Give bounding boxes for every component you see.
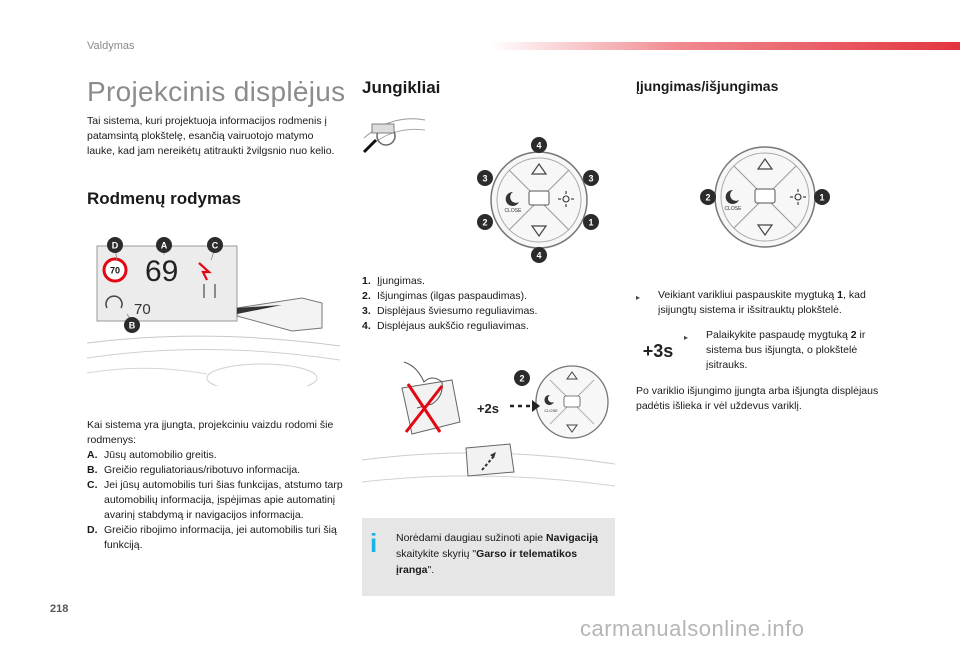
callout-d-icon [107,237,123,253]
callout-a-icon [156,237,172,253]
callout-1-ijung: 1 [819,193,824,203]
triangle-up-icon [530,162,548,175]
moon-icon [725,189,739,204]
callout-c-icon [207,237,223,253]
limit-sign-value: 70 [110,266,120,276]
speed-limit-sign-icon [102,257,128,283]
callout-2: 2 [482,218,487,228]
list-item: D.Greičio ribojimo informacija, jei auto… [87,524,337,551]
heading-jungikliai: Jungikliai [362,78,441,97]
list-item: A.Jūsų automobilio greitis. [87,449,217,461]
hand-retract-panel-illustration: CLOSE +2s 2 [362,361,615,487]
moon-icon [505,191,519,206]
callout-2-icon [477,214,493,230]
info-icon: i [370,528,378,558]
callout-1-icon [814,189,830,205]
svg-text:+3s: +3s [643,341,674,361]
callout-4-top-icon [531,137,547,153]
triangle-down-icon [530,225,548,238]
hud-list-lead: Kai sistema yra įjungta, projekciniu vai… [87,419,334,446]
list-item: 1.Įjungimas. [362,275,425,287]
callout-2-icon [514,370,530,386]
switches-list: 1.Įjungimas. 2.Išjungimas (ilgas paspaud… [362,274,612,334]
list-item: 2.Išjungimas (ilgas paspaudimas). [362,290,527,302]
cruise-control-icon [105,295,123,309]
car-dashboard-thumbnail [362,118,426,154]
hud-control-panel-illustration: CLOSE 4 3 3 2 1 4 [477,137,599,263]
callout-1-icon [583,214,599,230]
list-item: 3.Displėjaus šviesumo reguliavimas. [362,305,538,317]
close-label-3: CLOSE [725,206,743,212]
header-accent-bar [490,42,960,50]
intro-paragraph: Tai sistema, kuri projektuoja informacij… [87,115,335,157]
list-item: B.Greičio reguliatoriaus/ribotuvo inform… [87,464,301,476]
callout-b-icon [124,317,140,333]
callout-b: B [129,321,136,331]
bullet-turn-off: ▸ Palaikykite paspaudę mygtuką 2 ir sist… [684,329,866,371]
callout-4-bottom: 4 [536,251,541,261]
collision-warning-icon [198,262,212,281]
hud-speed-value: 69 [145,255,178,288]
callout-2-icon [700,189,716,205]
sun-icon [558,191,574,207]
list-item: C.Jei jūsų automobilis turi šias funkcij… [87,479,343,521]
callout-c: C [212,241,219,251]
callout-4-bottom-icon [531,247,547,263]
on-off-control-illustration: CLOSE 2 1 [700,146,830,248]
heading-rodmenu-rodymas: Rodmenų rodymas [87,189,241,208]
hold-3s-icon: +3s [643,341,674,361]
hud-items-list: Kai sistema yra įjungta, projekciniu vai… [87,418,345,553]
callout-4-top: 4 [536,141,541,151]
callout-3-left: 3 [482,174,487,184]
sun-icon [790,189,806,205]
callout-1: 1 [588,218,593,228]
arrow-bullet-icon: ▸ [636,293,641,302]
callout-3-left-icon [477,170,493,186]
list-item: 4.Displėjaus aukščio reguliavimas. [362,320,529,332]
bullet-turn-on: ▸ Veikiant varikliui paspauskite mygtuką… [636,289,866,316]
watermark-text: carmanualsonline.info [580,616,805,641]
heading-ijungimas-isjungimas: Įjungimas/išjungimas [636,78,779,94]
close-label-small: CLOSE [544,408,558,413]
callout-2-ijung: 2 [705,193,710,203]
hold-2s-label: +2s [477,401,499,416]
callout-a: A [161,241,168,251]
close-label: CLOSE [505,208,523,214]
callout-d: D [112,241,119,251]
callout-3-right: 3 [588,174,593,184]
moon-icon [544,394,554,405]
callout-2-hand: 2 [519,374,524,384]
page-title: Projekcinis displėjus [87,76,346,107]
cruise-value: 70 [134,301,151,318]
info-note-box: i Norėdami daugiau sužinoti apie Navigac… [362,518,615,596]
hud-display-illustration: 70 69 70 D A C B [87,237,340,386]
callout-3-right-icon [583,170,599,186]
info-note-text: Norėdami daugiau sužinoti apie Navigacij… [396,532,598,576]
hud-center-icon [528,190,550,206]
section-title: Valdymas [87,40,135,52]
arrow-bullet-icon: ▸ [684,333,689,342]
closing-paragraph: Po variklio išjungimo įjungta arba išjun… [636,385,879,412]
page-number: 218 [50,603,69,615]
